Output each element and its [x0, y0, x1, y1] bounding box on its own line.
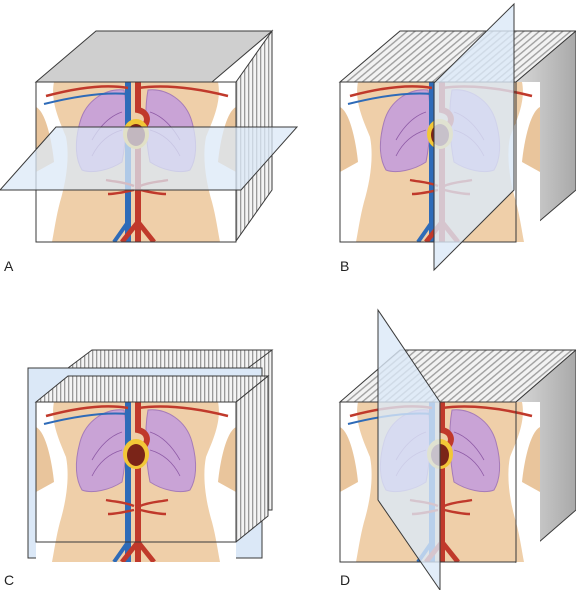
oblique-plane [377, 308, 441, 590]
axial-plane [0, 126, 299, 191]
panel-a-axial-illustration [0, 29, 299, 242]
panel-b-sagittal-illustration [340, 2, 576, 272]
panel-label-d: D [340, 572, 351, 588]
panel-label-a: A [4, 258, 14, 274]
panel-label-c: C [4, 572, 15, 588]
panel-c-coronal-illustration [27, 349, 274, 562]
panel-label-b: B [340, 258, 350, 274]
panel-d-oblique-illustration [340, 308, 576, 590]
sagittal-plane [433, 2, 515, 272]
